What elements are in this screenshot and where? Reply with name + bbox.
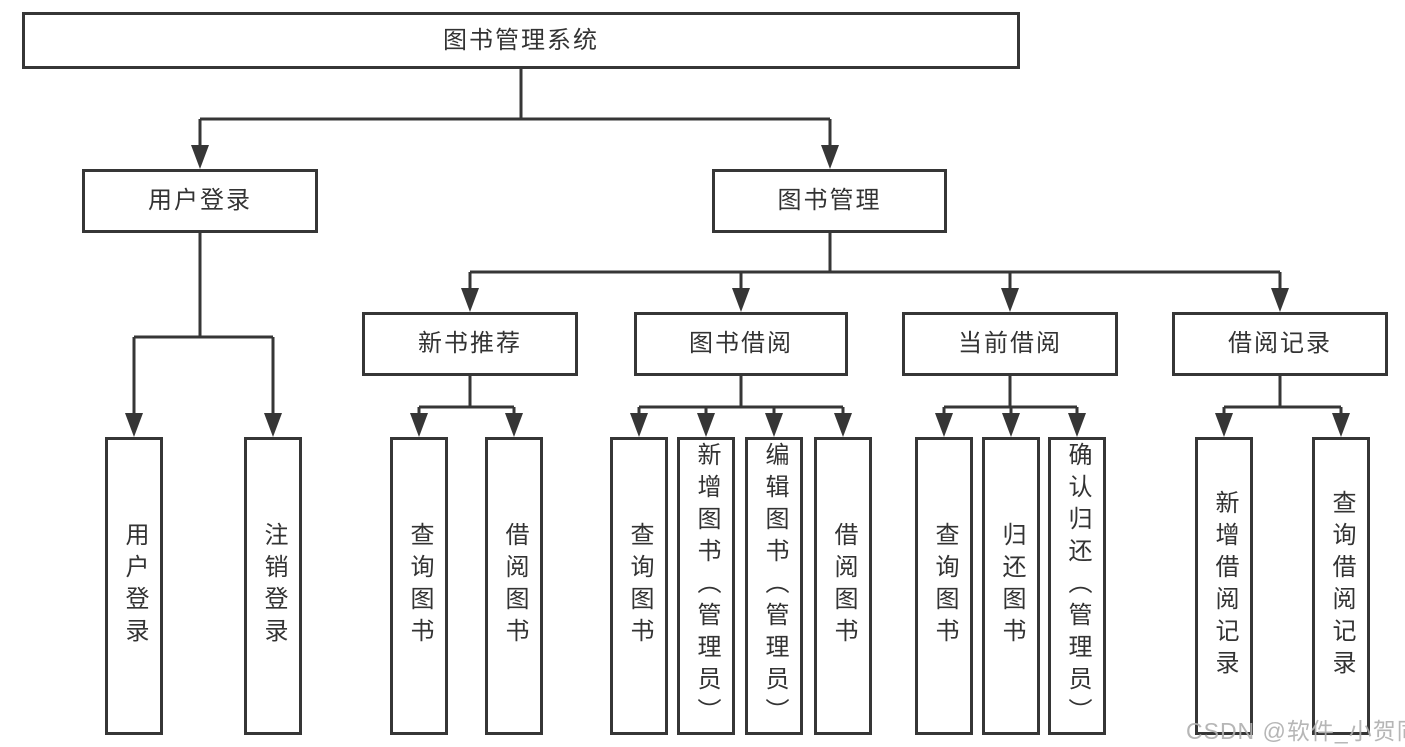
leaf-edit-books-admin: 编辑图书（管理员） xyxy=(745,437,803,735)
arrowhead-icon xyxy=(1271,288,1289,312)
arrowhead-icon xyxy=(264,413,282,437)
arrowhead-icon xyxy=(125,413,143,437)
connector-user-login-children xyxy=(125,233,282,437)
arrowhead-icon xyxy=(1332,413,1350,437)
arrowhead-icon xyxy=(765,413,783,437)
watermark: CSDN @软件_小贺同学 xyxy=(1186,718,1405,744)
node-root-system: 图书管理系统 xyxy=(22,12,1020,69)
leaf-query-books-recommend: 查询图书 xyxy=(390,437,448,735)
leaf-logout: 注销登录 xyxy=(244,437,302,735)
leaf-query-books-current: 查询图书 xyxy=(915,437,973,735)
leaf-confirm-return-admin: 确认归还（管理员） xyxy=(1048,437,1106,735)
arrowhead-icon xyxy=(821,145,839,169)
node-current-borrow: 当前借阅 xyxy=(902,312,1118,376)
arrowhead-icon xyxy=(410,413,428,437)
connector-borrow-record-children xyxy=(1215,376,1350,437)
connector-new-book-children xyxy=(410,376,523,437)
leaf-borrow-books-recommend: 借阅图书 xyxy=(485,437,543,735)
leaf-return-books: 归还图书 xyxy=(982,437,1040,735)
leaf-user-login: 用户登录 xyxy=(105,437,163,735)
connector-book-borrow-children xyxy=(630,376,852,437)
arrowhead-icon xyxy=(505,413,523,437)
leaf-add-books-admin: 新增图书（管理员） xyxy=(677,437,735,735)
arrowhead-icon xyxy=(1002,413,1020,437)
connector-book-mgmt-children xyxy=(461,233,1289,312)
arrowhead-icon xyxy=(461,288,479,312)
connector-root-to-level2 xyxy=(191,69,839,169)
leaf-query-books-borrow: 查询图书 xyxy=(610,437,668,735)
leaf-borrow-books: 借阅图书 xyxy=(814,437,872,735)
node-book-management: 图书管理 xyxy=(712,169,947,233)
arrowhead-icon xyxy=(935,413,953,437)
arrowhead-icon xyxy=(1001,288,1019,312)
connector-current-borrow-children xyxy=(935,376,1086,437)
arrowhead-icon xyxy=(732,288,750,312)
leaf-query-borrow-record: 查询借阅记录 xyxy=(1312,437,1370,735)
arrowhead-icon xyxy=(697,413,715,437)
arrowhead-icon xyxy=(834,413,852,437)
arrowhead-icon xyxy=(1068,413,1086,437)
arrowhead-icon xyxy=(1215,413,1233,437)
node-user-login: 用户登录 xyxy=(82,169,318,233)
node-book-borrow: 图书借阅 xyxy=(634,312,848,376)
node-borrow-record: 借阅记录 xyxy=(1172,312,1388,376)
arrowhead-icon xyxy=(630,413,648,437)
node-new-book-recommend: 新书推荐 xyxy=(362,312,578,376)
leaf-add-borrow-record: 新增借阅记录 xyxy=(1195,437,1253,735)
arrowhead-icon xyxy=(191,145,209,169)
